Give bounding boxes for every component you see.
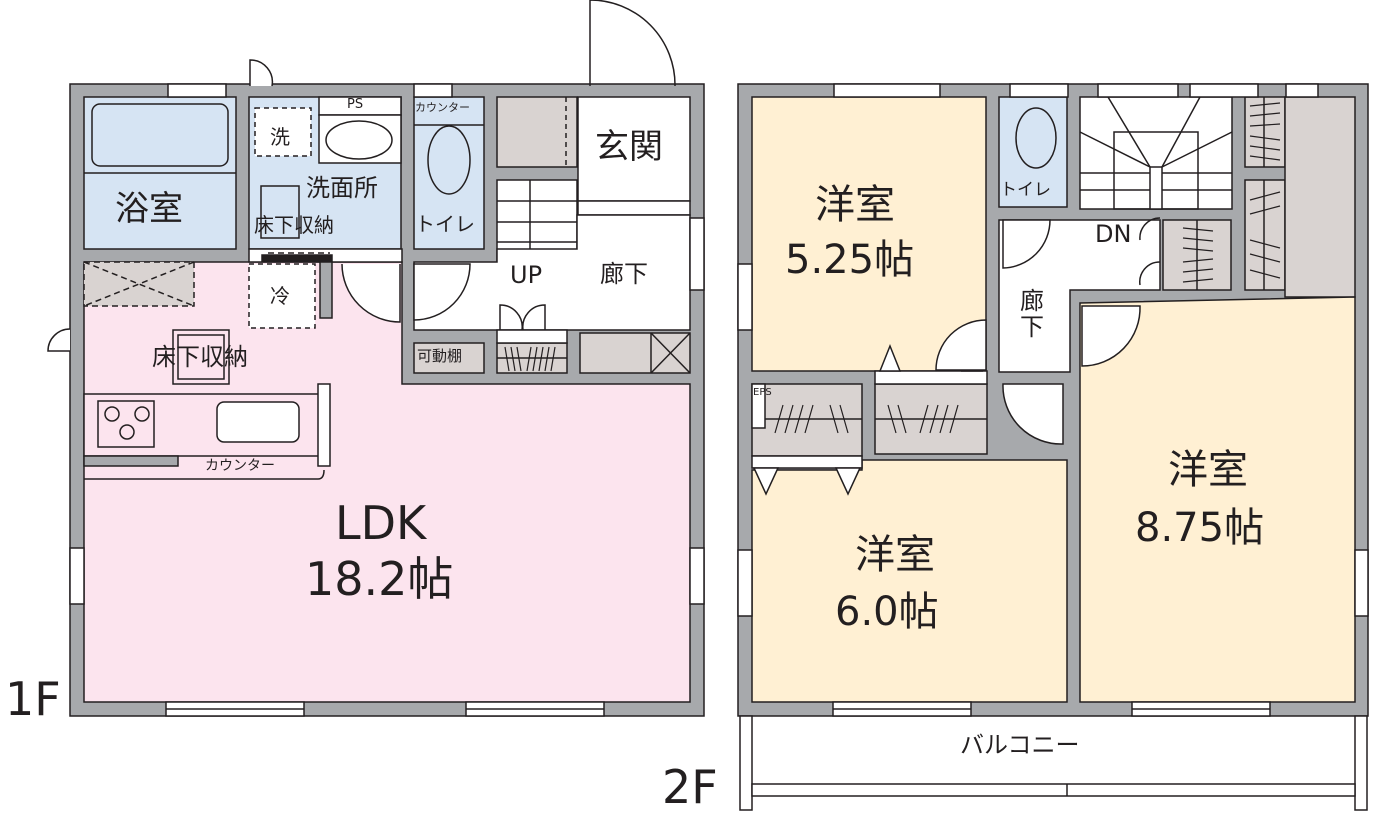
underfloor-hatch — [260, 185, 300, 239]
fridge-label: 冷 — [270, 284, 290, 308]
room-c-name-label: 洋室 — [1168, 447, 1248, 493]
wash-basin — [325, 120, 393, 160]
balcony-left-rail — [739, 715, 753, 811]
1f-hallway-label: 廊下 — [600, 260, 648, 288]
kitchen-counter-label: カウンター — [205, 458, 275, 474]
movable-shelf — [413, 342, 485, 374]
room-b-size-label: 6.0帖 — [835, 589, 939, 635]
entrance-floor — [577, 96, 691, 202]
toilet-counter-label: カウンター — [415, 101, 470, 114]
ldk-door-swing — [341, 263, 401, 323]
entrance-label: 玄関 — [595, 127, 663, 167]
room-c-size-label: 8.75帖 — [1135, 505, 1265, 551]
closet-door-swings — [1139, 217, 1161, 286]
floor-2-label: 2F — [662, 760, 718, 814]
2f-toilet-label: トイレ — [1000, 180, 1051, 200]
fridge-space — [248, 263, 316, 329]
ldk-storage — [83, 261, 195, 307]
washroom-label: 洗面所 — [306, 174, 378, 202]
stairs-up-label: UP — [510, 261, 543, 289]
balcony-front-rail — [751, 783, 1356, 797]
entrance-door — [589, 0, 676, 87]
room-c-door-swing — [1081, 305, 1141, 367]
room-a-door-swing — [935, 319, 987, 371]
ldk-name-label: LDK — [335, 496, 427, 550]
sink — [216, 401, 300, 443]
eps-box — [751, 383, 766, 429]
room-a-size-label: 5.25帖 — [785, 237, 915, 283]
room-b-name-label: 洋室 — [855, 532, 935, 578]
floor-1-label: 1F — [5, 672, 61, 726]
room-a-name-label: 洋室 — [815, 182, 895, 228]
2f-toilet-door-swing — [1002, 219, 1051, 269]
ldk-size-label: 18.2帖 — [305, 552, 454, 606]
washroom-exterior-door — [249, 59, 274, 87]
ldk-underfloor-hatch — [172, 329, 230, 385]
toilet-bowl — [427, 125, 471, 195]
washer-space — [254, 107, 312, 157]
closet-doors — [499, 304, 546, 331]
eps-label: EPS — [753, 387, 772, 398]
room-b-floor — [751, 459, 1068, 703]
ps-label: PS — [347, 97, 364, 112]
room-c-floor — [1079, 296, 1356, 703]
2f-hallway-label: 廊下 — [1020, 287, 1044, 342]
ldk-underfloor-label: 床下収納 — [152, 343, 248, 371]
room-a-floor — [751, 96, 987, 372]
movable-shelf-label: 可動棚 — [417, 347, 463, 365]
stairs-down-label: DN — [1095, 220, 1132, 248]
2f-hallway-floor — [998, 219, 1161, 373]
balcony-label: バルコニー — [960, 731, 1080, 759]
balcony-right-rail — [1354, 715, 1368, 811]
washroom-underfloor-label: 床下収納 — [254, 213, 334, 237]
bath-label: 浴室 — [115, 189, 183, 229]
1f-storage-box — [579, 332, 691, 374]
1f-toilet-label: トイレ — [415, 212, 475, 236]
washer-label: 洗 — [270, 125, 290, 149]
shoe-storage — [496, 96, 578, 168]
toilet-door-swing — [413, 263, 471, 321]
room-b-door-swing — [1002, 383, 1064, 445]
ldk-side-door — [47, 328, 71, 352]
bathtub — [91, 103, 229, 167]
